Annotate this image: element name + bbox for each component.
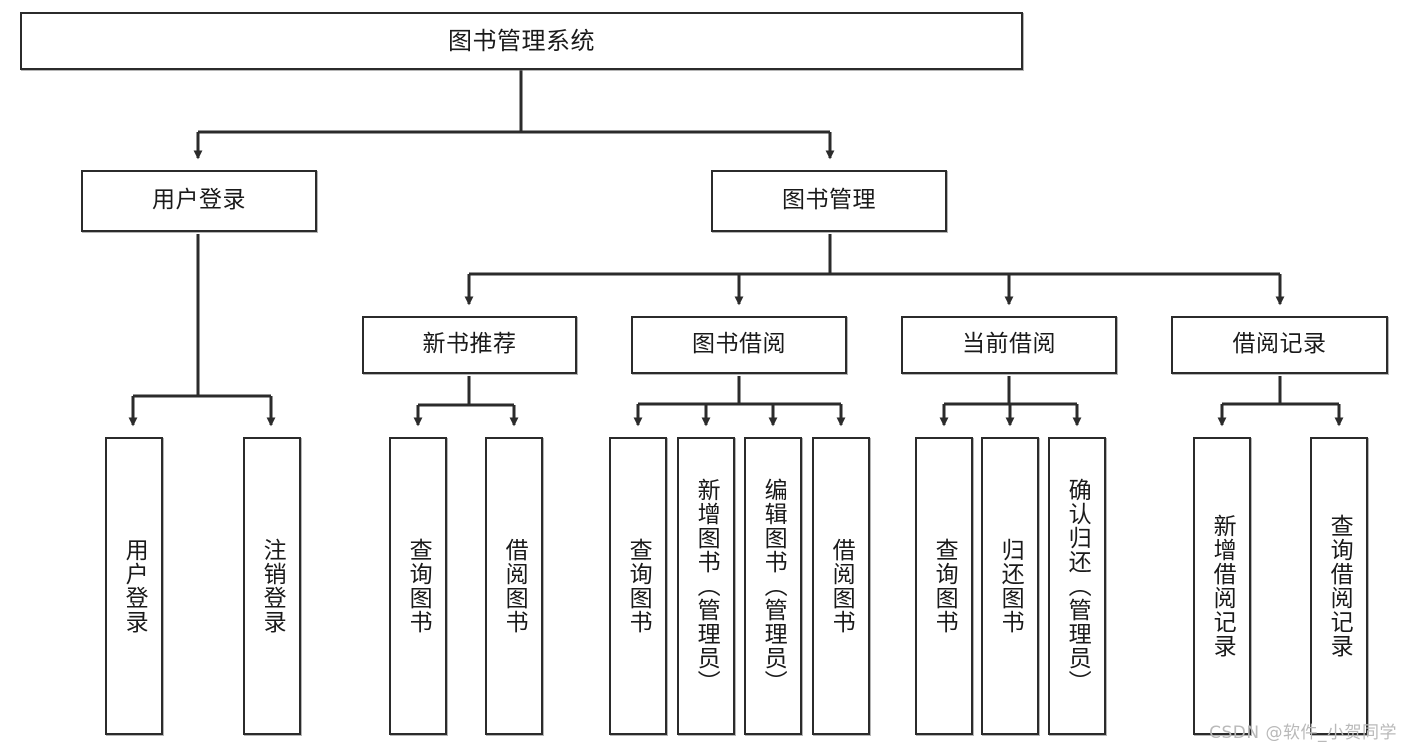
node-borrow-record[interactable]: 借阅记录 xyxy=(1171,316,1388,374)
node-user-login[interactable]: 用户登录 xyxy=(81,170,317,232)
node-label: 图书管理 xyxy=(782,187,876,214)
node-label: 确认归还（管理员） xyxy=(1064,478,1091,694)
node-book-borrow[interactable]: 图书借阅 xyxy=(631,316,847,374)
node-label: 用户登录 xyxy=(152,187,246,214)
node-book-manage[interactable]: 图书管理 xyxy=(711,170,947,232)
node-leaf-return-book[interactable]: 归还图书 xyxy=(981,437,1039,735)
node-label: 归还图书 xyxy=(997,538,1024,634)
node-label: 借阅记录 xyxy=(1232,331,1327,358)
node-leaf-query-book-current[interactable]: 查询图书 xyxy=(915,437,973,735)
watermark-text: CSDN @软件_小贺同学 xyxy=(1209,723,1397,743)
node-new-book-recommend[interactable]: 新书推荐 xyxy=(362,316,577,374)
node-label: 新书推荐 xyxy=(422,331,517,358)
node-leaf-query-book-recommend[interactable]: 查询图书 xyxy=(389,437,447,735)
node-label: 查询图书 xyxy=(931,538,958,634)
node-root-system[interactable]: 图书管理系统 xyxy=(20,12,1023,70)
node-label: 新增图书（管理员） xyxy=(693,478,720,694)
node-label: 查询图书 xyxy=(405,538,432,634)
node-leaf-borrow-book-recommend[interactable]: 借阅图书 xyxy=(485,437,543,735)
node-label: 当前借阅 xyxy=(962,331,1056,358)
node-leaf-add-book-admin[interactable]: 新增图书（管理员） xyxy=(677,437,735,735)
node-label: 新增借阅记录 xyxy=(1209,514,1236,658)
node-leaf-user-login[interactable]: 用户登录 xyxy=(105,437,163,735)
node-label: 图书借阅 xyxy=(692,331,786,358)
node-label: 用户登录 xyxy=(121,538,148,634)
node-leaf-add-borrow-record[interactable]: 新增借阅记录 xyxy=(1193,437,1251,735)
node-leaf-confirm-return-admin[interactable]: 确认归还（管理员） xyxy=(1048,437,1106,735)
node-label: 图书管理系统 xyxy=(448,26,595,55)
node-current-borrow[interactable]: 当前借阅 xyxy=(901,316,1117,374)
node-label: 注销登录 xyxy=(259,538,286,634)
node-label: 编辑图书（管理员） xyxy=(760,478,787,694)
node-leaf-logout-login[interactable]: 注销登录 xyxy=(243,437,301,735)
node-label: 借阅图书 xyxy=(828,538,855,634)
node-label: 借阅图书 xyxy=(501,538,528,634)
node-label: 查询图书 xyxy=(625,538,652,634)
node-leaf-borrow-book-borrow[interactable]: 借阅图书 xyxy=(812,437,870,735)
node-label: 查询借阅记录 xyxy=(1326,514,1353,658)
node-leaf-query-borrow-record[interactable]: 查询借阅记录 xyxy=(1310,437,1368,735)
node-leaf-edit-book-admin[interactable]: 编辑图书（管理员） xyxy=(744,437,802,735)
node-leaf-query-book-borrow[interactable]: 查询图书 xyxy=(609,437,667,735)
